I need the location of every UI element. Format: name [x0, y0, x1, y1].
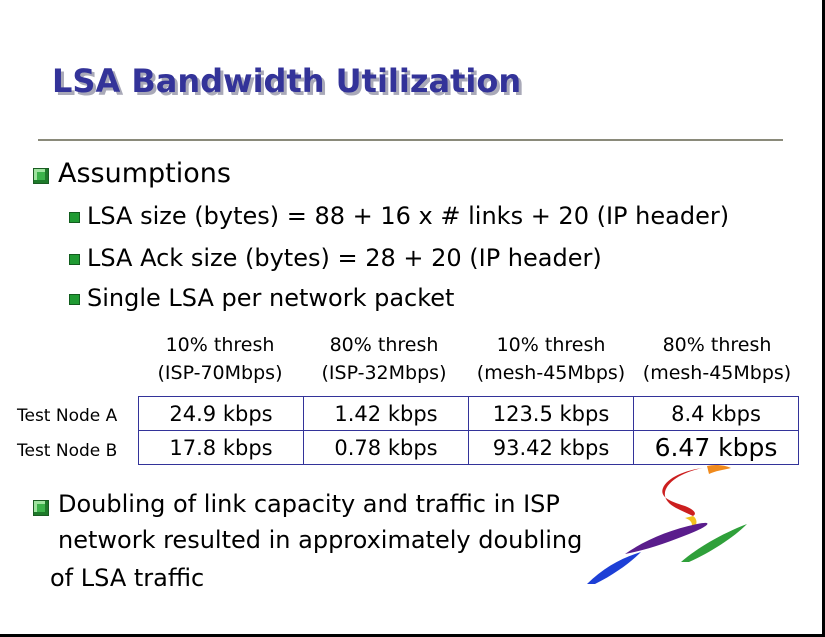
- table-cell: 123.5 kbps: [468, 396, 634, 431]
- table-cell: 1.42 kbps: [303, 396, 469, 431]
- bullet-square-icon: [33, 168, 49, 184]
- slide-title: LSA Bandwidth Utilization: [52, 62, 522, 100]
- slide-border-bottom: [0, 634, 825, 637]
- sub-bullet-single-lsa: Single LSA per network packet: [87, 284, 455, 312]
- table-cell: 17.8 kbps: [138, 430, 304, 465]
- slide-border-right: [822, 0, 825, 637]
- conclusion-line-3: of LSA traffic: [50, 564, 205, 592]
- table-cell: 0.78 kbps: [303, 430, 469, 465]
- table-row: 17.8 kbps 0.78 kbps 93.42 kbps 6.47 kbps: [138, 430, 799, 465]
- sub-bullet-lsa-size: LSA size (bytes) = 88 + 16 x # links + 2…: [87, 202, 730, 230]
- stylized-s-logo-icon: [587, 464, 747, 584]
- bandwidth-table: 24.9 kbps 1.42 kbps 123.5 kbps 8.4 kbps …: [138, 396, 799, 465]
- sub-bullet-lsa-ack-size: LSA Ack size (bytes) = 28 + 20 (IP heade…: [87, 244, 602, 272]
- table-cell: 6.47 kbps: [633, 430, 799, 465]
- bullet-square-icon: [33, 500, 49, 516]
- conclusion-line-2: network resulted in approximately doubli…: [58, 526, 583, 554]
- title-divider: [38, 139, 783, 141]
- row-label-test-node-a: Test Node A: [17, 406, 118, 426]
- sub-bullet-square-icon: [69, 254, 80, 265]
- table-cell: 93.42 kbps: [468, 430, 634, 465]
- column-header: 10% thresh (mesh-45Mbps): [476, 334, 626, 384]
- table-cell: 8.4 kbps: [633, 396, 799, 431]
- conclusion-line-1: Doubling of link capacity and traffic in…: [58, 490, 560, 518]
- column-header: 10% thresh (ISP-70Mbps): [157, 334, 283, 384]
- sub-bullet-square-icon: [69, 212, 80, 223]
- bullet-assumptions: Assumptions: [58, 158, 231, 189]
- row-label-test-node-b: Test Node B: [17, 441, 118, 461]
- column-header: 80% thresh (ISP-32Mbps): [321, 334, 447, 384]
- sub-bullet-square-icon: [69, 294, 80, 305]
- table-row: 24.9 kbps 1.42 kbps 123.5 kbps 8.4 kbps: [138, 396, 799, 431]
- table-cell: 24.9 kbps: [138, 396, 304, 431]
- column-header: 80% thresh (mesh-45Mbps): [642, 334, 792, 384]
